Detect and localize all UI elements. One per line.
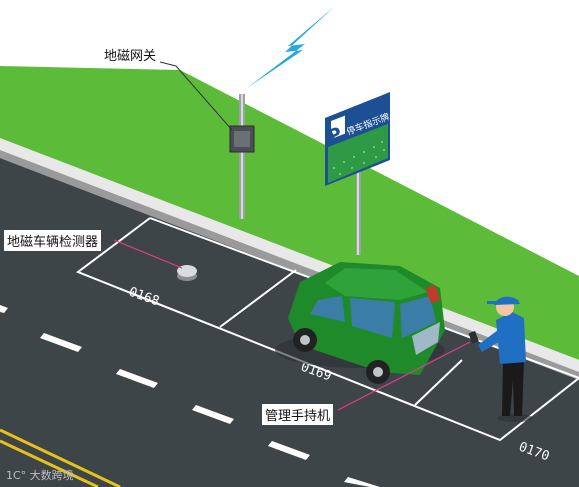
lane-dashes (0, 305, 380, 487)
car (275, 262, 445, 384)
yellow-center-lines (0, 428, 121, 487)
callout-lines (113, 239, 471, 411)
parking-attendant (468, 296, 533, 422)
gateway-label: 地磁网关 (104, 49, 157, 64)
detector-label: 地磁车辆检测器 (4, 230, 102, 251)
handheld-device (468, 330, 479, 344)
signal-icon (247, 6, 335, 88)
parking-sign: P 停车指示牌 (325, 92, 391, 255)
gateway-pole (229, 94, 255, 219)
handheld-label: 管理手持机 (262, 404, 334, 425)
watermark: 1C° 大数跨境 (6, 469, 74, 482)
road (0, 158, 579, 487)
gateway-callout-line (159, 61, 233, 131)
